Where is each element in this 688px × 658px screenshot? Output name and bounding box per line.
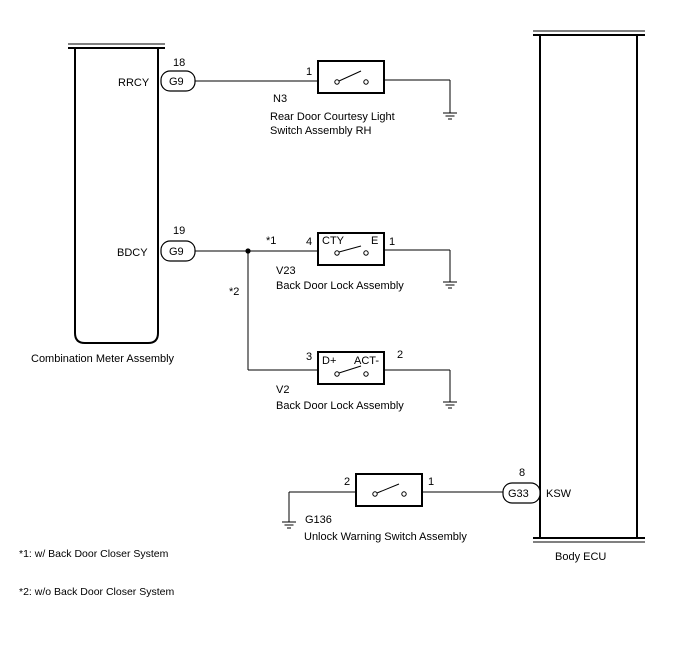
ground-icon bbox=[443, 281, 457, 289]
unlock-warning-switch-box bbox=[355, 473, 423, 507]
ground-icon bbox=[443, 112, 457, 120]
unlock-switch-pin-right: 1 bbox=[428, 476, 434, 488]
rear-door-switch-name-1: Rear Door Courtesy Light bbox=[270, 111, 395, 123]
bdcy-signal-label: BDCY bbox=[117, 247, 148, 259]
rrcy-signal-label: RRCY bbox=[118, 77, 150, 89]
marker-2: *2 bbox=[229, 286, 239, 298]
rear-door-switch-pin: 1 bbox=[306, 66, 312, 78]
combination-meter-label: Combination Meter Assembly bbox=[31, 353, 175, 365]
body-ecu bbox=[533, 30, 645, 543]
unlock-switch-pin-left: 2 bbox=[344, 476, 350, 488]
ground-icon bbox=[282, 521, 296, 529]
ksw-pin-number: 8 bbox=[519, 467, 525, 479]
bdcy-pin-number: 19 bbox=[173, 225, 185, 237]
ksw-signal-label: KSW bbox=[546, 488, 572, 500]
v2-name: Back Door Lock Assembly bbox=[276, 400, 404, 412]
body-ecu-label: Body ECU bbox=[555, 551, 606, 563]
unlock-switch-code: G136 bbox=[305, 514, 332, 526]
v2-switch-contact bbox=[334, 365, 369, 377]
v23-terminal-e: E bbox=[371, 235, 378, 247]
combination-meter-assembly bbox=[68, 43, 165, 344]
rrcy-connector-label: G9 bbox=[169, 76, 184, 88]
v23-pin-out: 1 bbox=[389, 236, 395, 248]
v23-name: Back Door Lock Assembly bbox=[276, 280, 404, 292]
v23-switch-contact bbox=[334, 245, 369, 256]
note-2: *2: w/o Back Door Closer System bbox=[19, 586, 174, 598]
rear-door-switch-code: N3 bbox=[273, 93, 287, 105]
rear-door-switch-box bbox=[317, 60, 385, 94]
ksw-connector-label: G33 bbox=[508, 488, 529, 500]
note-1: *1: w/ Back Door Closer System bbox=[19, 548, 169, 560]
v23-pin-in: 4 bbox=[306, 236, 312, 248]
unlock-switch-name: Unlock Warning Switch Assembly bbox=[304, 531, 467, 543]
unlock-switch-contact bbox=[372, 483, 407, 497]
ksw-connector bbox=[502, 482, 541, 504]
v2-terminal-dplus: D+ bbox=[322, 355, 336, 367]
v2-terminal-act: ACT- bbox=[354, 355, 379, 367]
v2-code: V2 bbox=[276, 384, 289, 396]
v23-terminal-cty: CTY bbox=[322, 235, 345, 247]
back-door-lock-v2-box bbox=[317, 351, 385, 385]
rrcy-pin-number: 18 bbox=[173, 57, 185, 69]
ground-icon bbox=[443, 401, 457, 409]
v23-code: V23 bbox=[276, 265, 296, 277]
rear-door-switch-contact bbox=[334, 70, 369, 85]
bdcy-connector-label: G9 bbox=[169, 246, 184, 258]
marker-1: *1 bbox=[266, 235, 276, 247]
v2-pin-out: 2 bbox=[397, 349, 403, 361]
v2-pin-in: 3 bbox=[306, 351, 312, 363]
rear-door-switch-name-2: Switch Assembly RH bbox=[270, 125, 372, 137]
